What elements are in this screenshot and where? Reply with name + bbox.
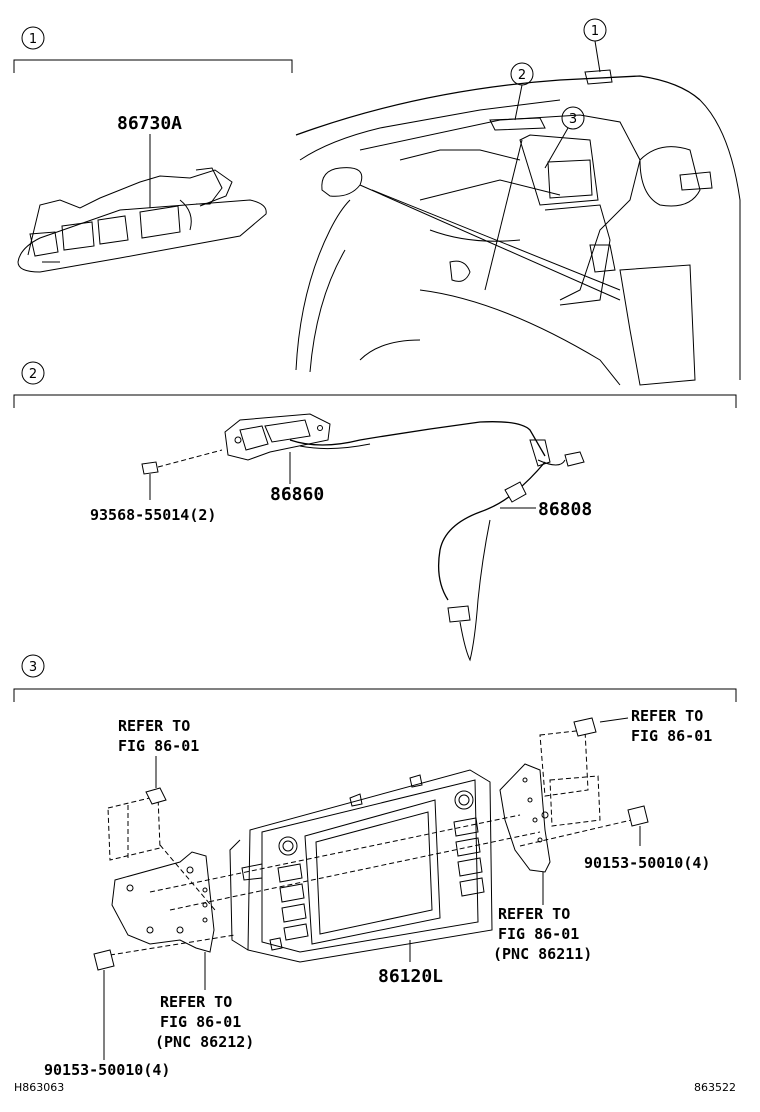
- refer-top-right-line1[interactable]: REFER TO: [631, 707, 703, 725]
- section-1: 1 86730A: [13, 18, 741, 386]
- callout-circle-2: [21, 361, 45, 385]
- overview-callout-2: 2: [518, 68, 526, 83]
- refer-mid-right-line1[interactable]: REFER TO: [498, 905, 570, 923]
- refer-bottom-left-line3[interactable]: (PNC 86212): [155, 1033, 254, 1051]
- callout-circle-3: [21, 654, 45, 678]
- callout-number-1: 1: [29, 32, 37, 47]
- refer-screw-top-right: [573, 717, 597, 737]
- overview-callout-circle-3: [561, 106, 585, 130]
- refer-mid-right-line2[interactable]: FIG 86-01: [498, 925, 579, 943]
- section-3-bracket: [13, 688, 737, 702]
- cable-86808: [437, 461, 546, 662]
- bolt-left: [93, 949, 115, 1060]
- overview-callout-3: 3: [569, 112, 577, 127]
- refer-bottom-left-line2[interactable]: FIG 86-01: [160, 1013, 241, 1031]
- refer-top-right-line2[interactable]: FIG 86-01: [631, 727, 712, 745]
- head-unit-86120L: [229, 769, 493, 963]
- label-86730A[interactable]: 86730A: [117, 113, 182, 134]
- overview-callouts: 1 2 3: [484, 18, 607, 291]
- car-interior-overview: [295, 69, 741, 386]
- refer-top-left-line2[interactable]: FIG 86-01: [118, 737, 199, 755]
- bracket-86860: [224, 413, 585, 467]
- section-2: 2 86860 93568-55014(2): [13, 361, 737, 662]
- refer-screw-top-left: [145, 787, 167, 805]
- left-mounting-bracket: [111, 851, 215, 953]
- section-2-bracket: [13, 394, 737, 408]
- label-bolt-left[interactable]: 90153-50010(4): [44, 1061, 170, 1079]
- callout-circle-1: [21, 26, 45, 50]
- bolt-right: [627, 805, 649, 846]
- callout-number-3: 3: [29, 660, 37, 675]
- label-86860[interactable]: 86860: [270, 484, 324, 505]
- overhead-console: [17, 167, 267, 273]
- screw-93568: [141, 449, 223, 500]
- refer-top-left-line1[interactable]: REFER TO: [118, 717, 190, 735]
- callout-number-2: 2: [29, 367, 37, 382]
- overview-callout-1: 1: [591, 24, 599, 39]
- right-mounting-bracket: [499, 763, 551, 873]
- refer-bottom-left-line1[interactable]: REFER TO: [160, 993, 232, 1011]
- section-3: 3 REFER TO FIG 86-01 REFER TO FIG 86-01: [13, 654, 737, 1079]
- footer-right-code: 863522: [694, 1081, 736, 1094]
- dashed-references: [107, 729, 641, 956]
- section-1-bracket: [13, 59, 293, 73]
- refer-mid-right-line3[interactable]: (PNC 86211): [493, 945, 592, 963]
- label-93568-55014[interactable]: 93568-55014(2): [90, 506, 216, 524]
- label-86120L[interactable]: 86120L: [378, 966, 443, 987]
- label-86808[interactable]: 86808: [538, 499, 592, 520]
- footer-left-code: H863063: [14, 1081, 64, 1094]
- label-bolt-right[interactable]: 90153-50010(4): [584, 854, 710, 872]
